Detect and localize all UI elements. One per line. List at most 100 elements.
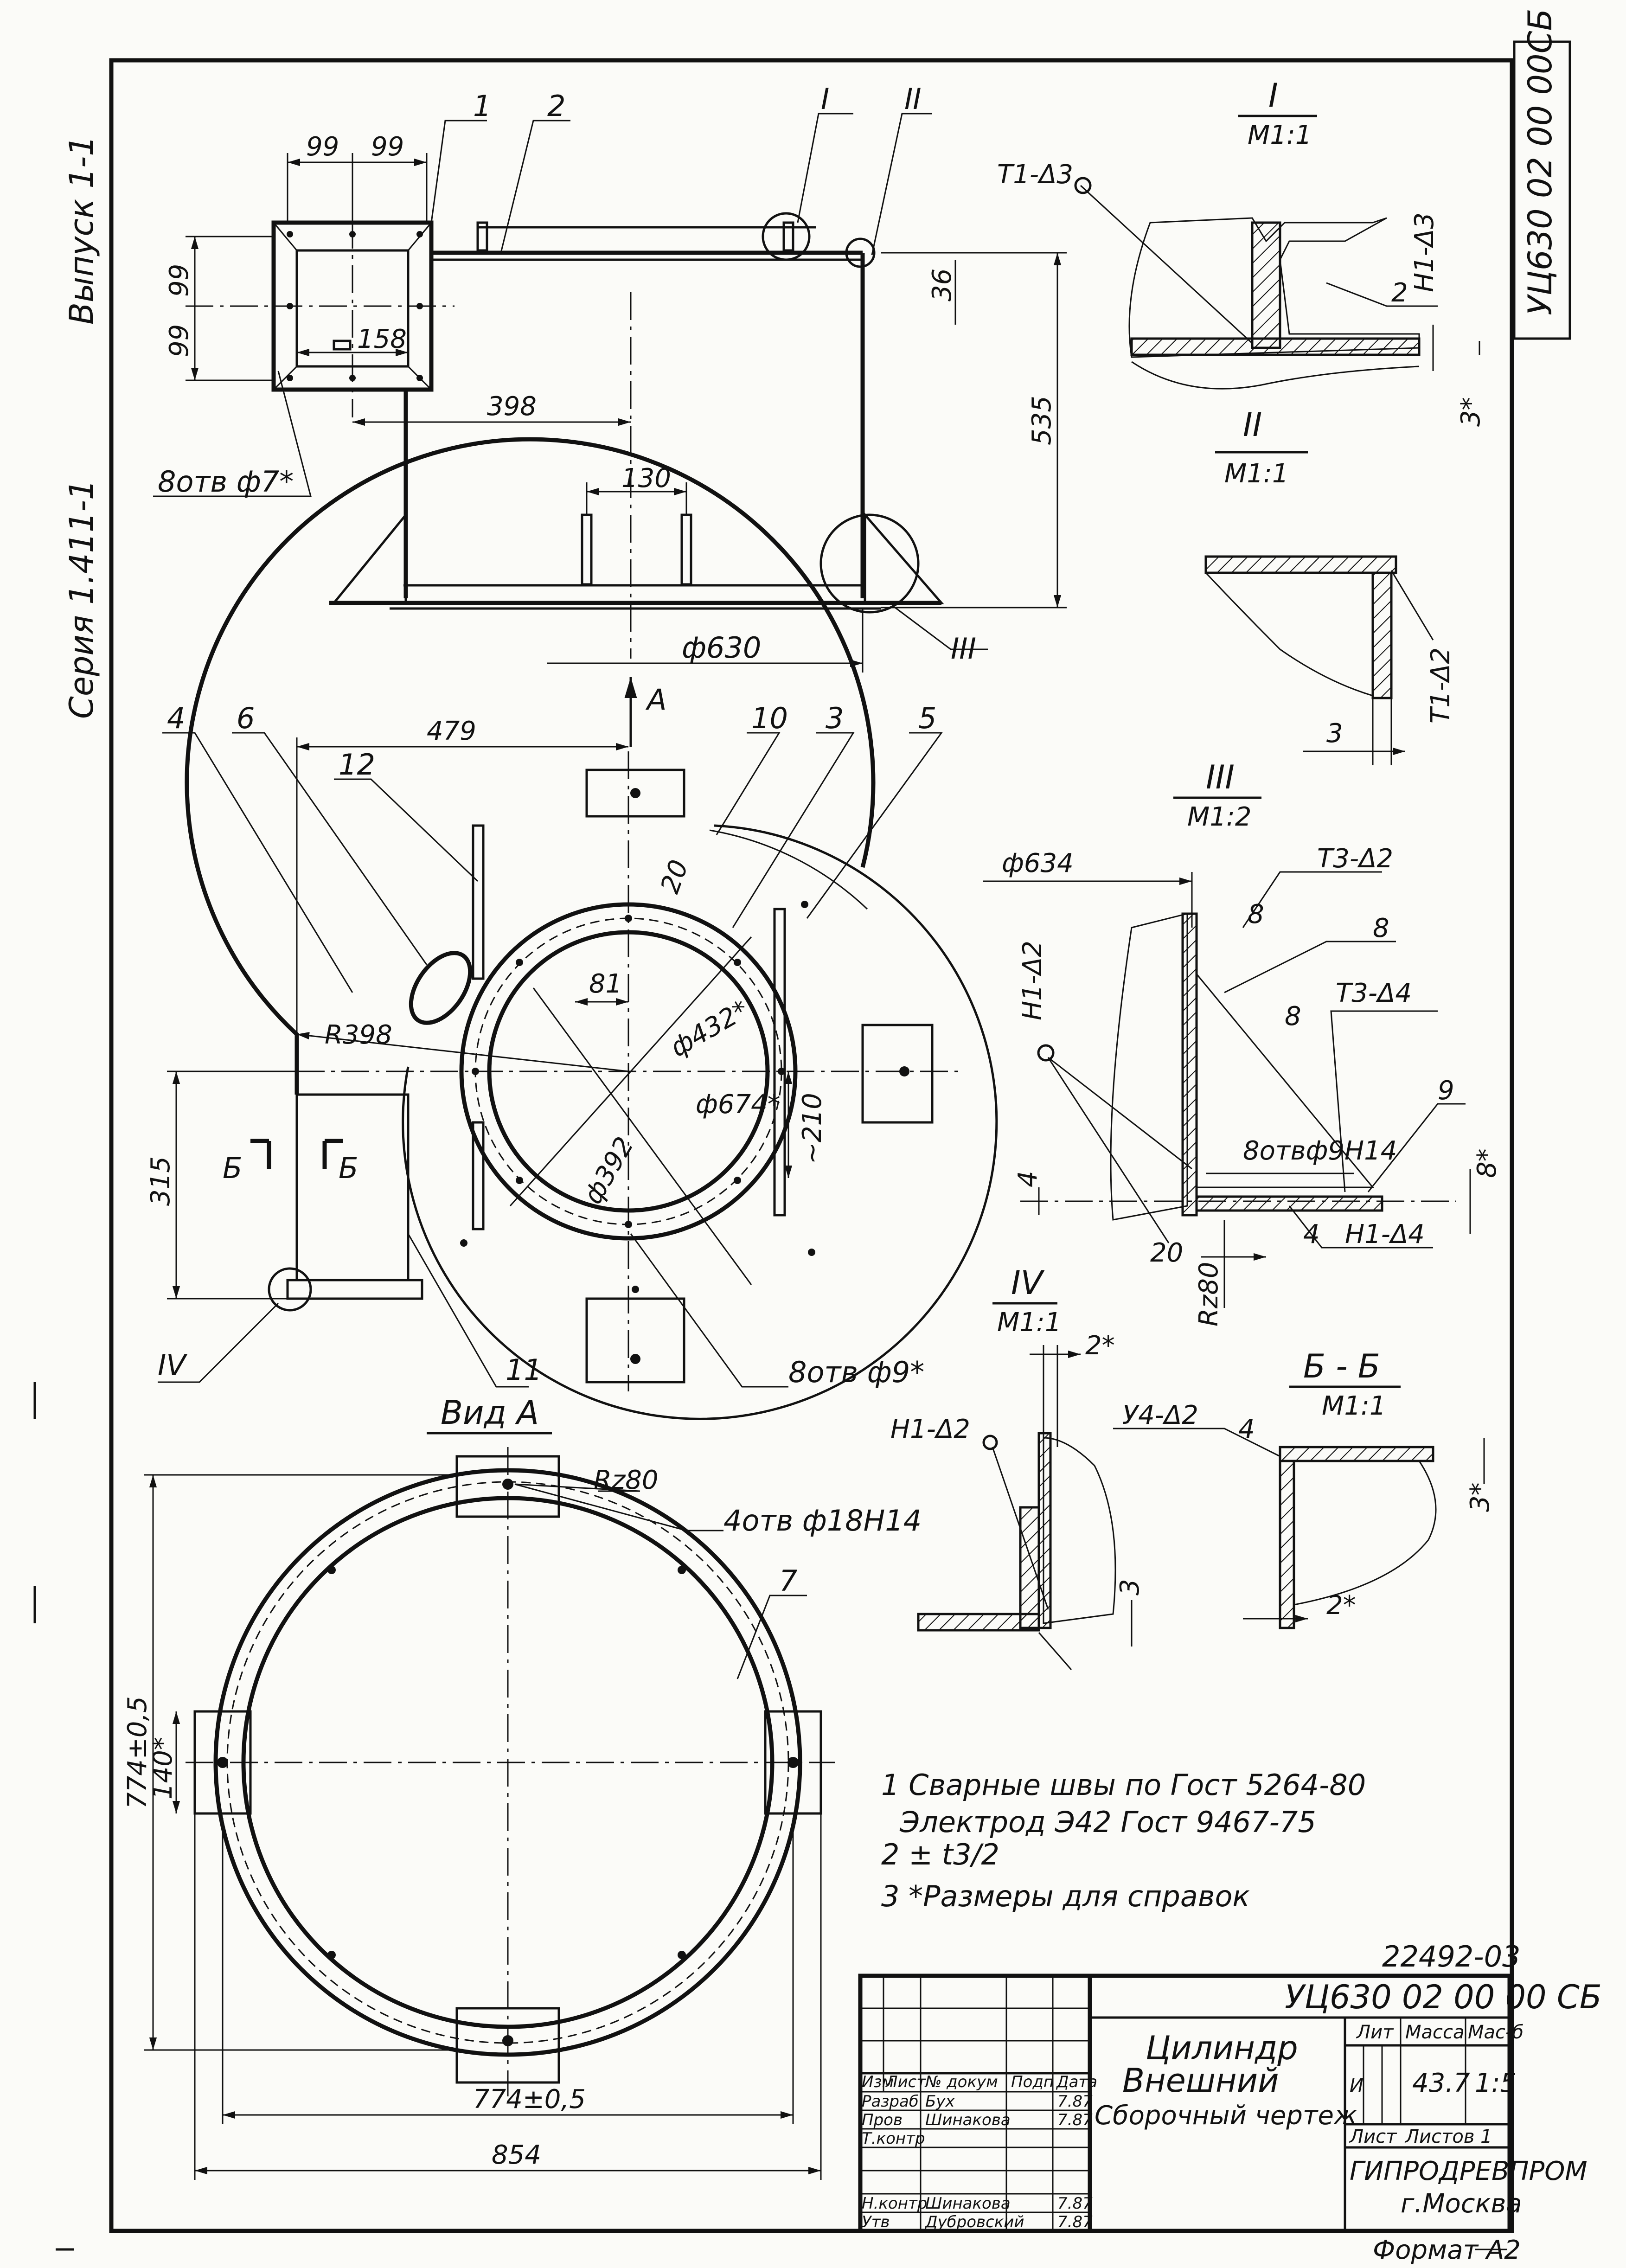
name-nkontr: Шинакова — [925, 2194, 1011, 2213]
detail-III-pos8b: 8 — [1373, 913, 1389, 943]
sheets-label: Листов 1 — [1404, 2126, 1492, 2147]
section-bb-pos: 4 — [1238, 1414, 1255, 1444]
detail-III-pos8a: 8 — [1248, 899, 1264, 929]
dim-99-c: 99 — [164, 264, 194, 297]
dim-392: ф392 — [578, 1132, 640, 1209]
view-a-pos7: 7 — [779, 1564, 797, 1598]
date-4: 7.87 — [1057, 2213, 1093, 2231]
scale-value: 1:5 — [1475, 2068, 1517, 2098]
lit-header: Лит — [1356, 2022, 1394, 2043]
detail-III-holes: 8отвф9Н14 — [1243, 1136, 1397, 1166]
detail-III-h1-4: Н1-Δ4 — [1345, 1219, 1425, 1249]
dim-36: 36 — [927, 269, 957, 301]
main-front-view: 1 2 I II III 99 99 99 99 158 398 130 36 … — [153, 82, 1067, 673]
view-a-774v: 774±0,5 — [122, 1696, 153, 1809]
dim-535: 535 — [1027, 396, 1057, 445]
role-nkontr: Н.контр — [862, 2194, 927, 2213]
role-tkontr: Т.контр — [862, 2129, 925, 2148]
side-labels: Выпуск 1-1 Серия 1.411-1 УЦ630 02 00 00С… — [33, 9, 1559, 2251]
detail-IV-dim2: 2* — [1085, 1331, 1115, 1361]
section-b-right: Б — [339, 1151, 358, 1185]
dim-398: 398 — [487, 391, 537, 422]
pos-2: 2 — [547, 89, 565, 123]
detail-III-pos8c: 8 — [1285, 1001, 1301, 1031]
dim-158: 158 — [357, 324, 407, 354]
detail-II: II М1:1 Т1-Δ2 3 — [1204, 406, 1456, 765]
col-doc: № докум — [924, 2073, 998, 2091]
note-2: 2 ± t3/2 — [881, 1838, 999, 1871]
pos-4: 4 — [167, 701, 185, 735]
detail-III-d634: ф634 — [1002, 848, 1074, 878]
detail-IV-title: IV — [1011, 1264, 1045, 1302]
designation: УЦ630 02 00 00 СБ — [1285, 1978, 1602, 2016]
detail-III-scale: М1:2 — [1187, 802, 1251, 832]
name-prov: Шинакова — [925, 2111, 1011, 2129]
section-b-left: Б — [223, 1151, 243, 1185]
col-izm: Изм — [862, 2073, 894, 2091]
detail-I-dim: 3* — [1456, 397, 1486, 427]
view-a-holes: 4отв ф18Н14 — [723, 1504, 922, 1538]
detail-IV: IV М1:1 Н1-Δ2 2* 3 — [890, 1264, 1145, 1670]
note-3: 3 *Размеры для справок — [881, 1879, 1250, 1913]
call-III-main: III — [951, 632, 976, 666]
dim-674: ф674* — [696, 1089, 781, 1120]
scale-header: Мас-б — [1468, 2022, 1524, 2043]
arrow-a-label: А — [645, 683, 666, 717]
role-utv: Утв — [862, 2213, 890, 2231]
seriya-label: Серия 1.411-1 — [63, 480, 101, 719]
dim-479: 479 — [427, 716, 476, 746]
holes-plan: 8отв ф9* — [788, 1355, 924, 1389]
detail-IV-scale: М1:1 — [997, 1307, 1061, 1338]
pos-12: 12 — [339, 748, 375, 782]
pos-10: 10 — [751, 701, 788, 735]
section-bb-title: Б - Б — [1303, 1347, 1380, 1385]
detail-I-title: I — [1268, 77, 1278, 115]
detail-III-dim4: 4 — [1013, 1171, 1043, 1187]
detail-III-rz80: Rz80 — [1194, 1262, 1224, 1326]
technical-notes: 1 Сварные швы по Гост 5264-80 Электрод Э… — [881, 1768, 1366, 1913]
dim-130: 130 — [621, 463, 671, 493]
date-1: 7.87 — [1057, 2092, 1093, 2111]
pos-1: 1 — [473, 89, 491, 123]
section-bb-dim3: 3* — [1465, 1482, 1495, 1512]
doc-code-vertical: УЦ630 02 00 00СБ — [1521, 9, 1559, 315]
view-a: Вид А Rz80 4отв ф18Н14 7 774± — [122, 1394, 922, 2180]
name-razrab: Бух — [925, 2092, 955, 2111]
view-a-140: 140* — [148, 1737, 178, 1800]
name-line2: Внешний — [1122, 2062, 1279, 2100]
pos-6: 6 — [237, 701, 255, 735]
lit-value: И — [1350, 2075, 1364, 2096]
view-a-title: Вид А — [441, 1394, 539, 1432]
detail-II-weld: Т1-Δ2 — [1426, 647, 1456, 724]
detail-III-title: III — [1206, 758, 1235, 796]
call-IV: IV — [158, 1348, 188, 1382]
col-sign: Подп — [1011, 2073, 1054, 2091]
col-list: Лист — [885, 2073, 926, 2091]
date-3: 7.87 — [1057, 2194, 1093, 2213]
detail-I-weld1: Т1-Δ3 — [997, 160, 1073, 190]
name-line1: Цилиндр — [1146, 2029, 1298, 2067]
pos-3: 3 — [826, 701, 844, 735]
org-line2: г.Москва — [1401, 2189, 1522, 2219]
detail-III-t3-4: Т3-Δ4 — [1336, 978, 1412, 1008]
title-block: 22492-03 Изм Лист № докум Подп Дата Разр… — [858, 1940, 1602, 2265]
dim-630: ф630 — [682, 631, 761, 665]
vypusk-label: Выпуск 1-1 — [63, 135, 101, 325]
detail-IV-weld: Н1-Δ2 — [890, 1414, 970, 1444]
date-2: 7.87 — [1057, 2111, 1093, 2129]
dim-315: 315 — [146, 1156, 176, 1206]
detail-I: I М1:1 Т1-Δ3 Н1-Δ3 2 3* — [997, 77, 1486, 427]
dim-99-d: 99 — [164, 324, 194, 357]
pos-5: 5 — [918, 701, 936, 735]
org-line1: ГИПРОДРЕВПРОМ — [1350, 2156, 1588, 2186]
name-utv: Дубровский — [924, 2213, 1024, 2231]
call-II-main: II — [904, 82, 922, 116]
detail-II-dim: 3 — [1326, 718, 1343, 749]
detail-III-dim8: 8* — [1472, 1148, 1502, 1178]
section-bb-dim2: 2* — [1326, 1590, 1356, 1621]
view-a-774h: 774±0,5 — [473, 2084, 586, 2114]
dim-99-a: 99 — [306, 132, 339, 162]
col-date: Дата — [1056, 2073, 1097, 2091]
name-line3: Сборочный чертеж — [1095, 2101, 1357, 2131]
